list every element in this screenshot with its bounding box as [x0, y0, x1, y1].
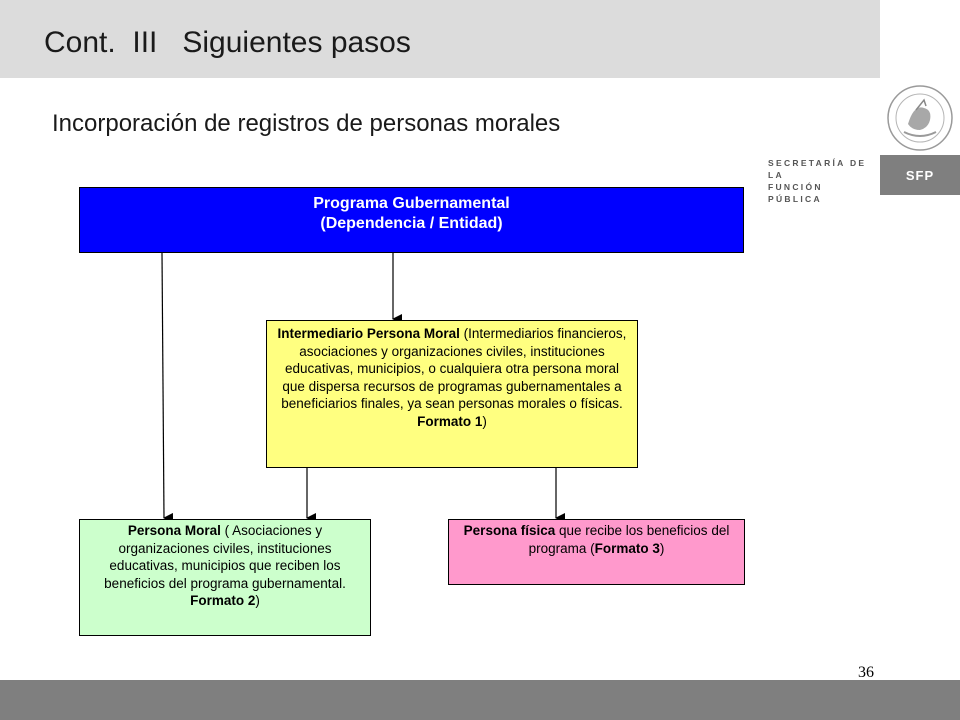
- agency-line-2: FUNCIÓN PÚBLICA: [768, 182, 823, 204]
- physical-person-description: que recibe los beneficios del programa (: [528, 523, 730, 556]
- government-program-subtitle: (Dependencia / Entidad): [320, 215, 503, 232]
- government-program-title: Programa Gubernamental: [313, 195, 510, 212]
- mexican-seal-icon: [887, 85, 953, 151]
- intermediary-lead: Intermediario Persona Moral: [277, 326, 460, 341]
- moral-person-description: ( Asociaciones y organizaciones civiles,…: [104, 523, 346, 591]
- moral-person-format: Formato 2: [190, 593, 256, 608]
- agency-line-1: SECRETARÍA DE LA: [768, 158, 867, 180]
- moral-person-close: ): [255, 593, 260, 608]
- physical-person-close: ): [659, 540, 665, 556]
- physical-person-lead: Persona física: [463, 523, 556, 538]
- intermediary-description: (Intermediarios financieros, asociacione…: [281, 326, 627, 411]
- intermediary-box: Intermediario Persona Moral (Intermediar…: [266, 320, 638, 468]
- page-number: 36: [858, 664, 874, 681]
- moral-person-box: Persona Moral ( Asociaciones y organizac…: [79, 519, 371, 636]
- slide-subtitle: Incorporación de registros de personas m…: [52, 110, 561, 137]
- sfp-logo: SFP: [880, 155, 960, 195]
- government-program-box: Programa Gubernamental (Dependencia / En…: [79, 187, 744, 253]
- slide-title: Cont. III Siguientes pasos: [44, 26, 411, 59]
- intermediary-format: Formato 1: [417, 413, 483, 429]
- title-bar: [0, 0, 880, 78]
- physical-person-format: Formato 3: [594, 540, 660, 556]
- agency-name: SECRETARÍA DE LA FUNCIÓN PÚBLICA: [768, 157, 876, 205]
- arrow-gov-to-moral: [161, 252, 174, 523]
- intermediary-close: ): [482, 413, 487, 429]
- moral-person-lead: Persona Moral: [127, 523, 221, 538]
- footer-bar: [0, 680, 960, 720]
- physical-person-box: Persona física que recibe los beneficios…: [448, 519, 745, 585]
